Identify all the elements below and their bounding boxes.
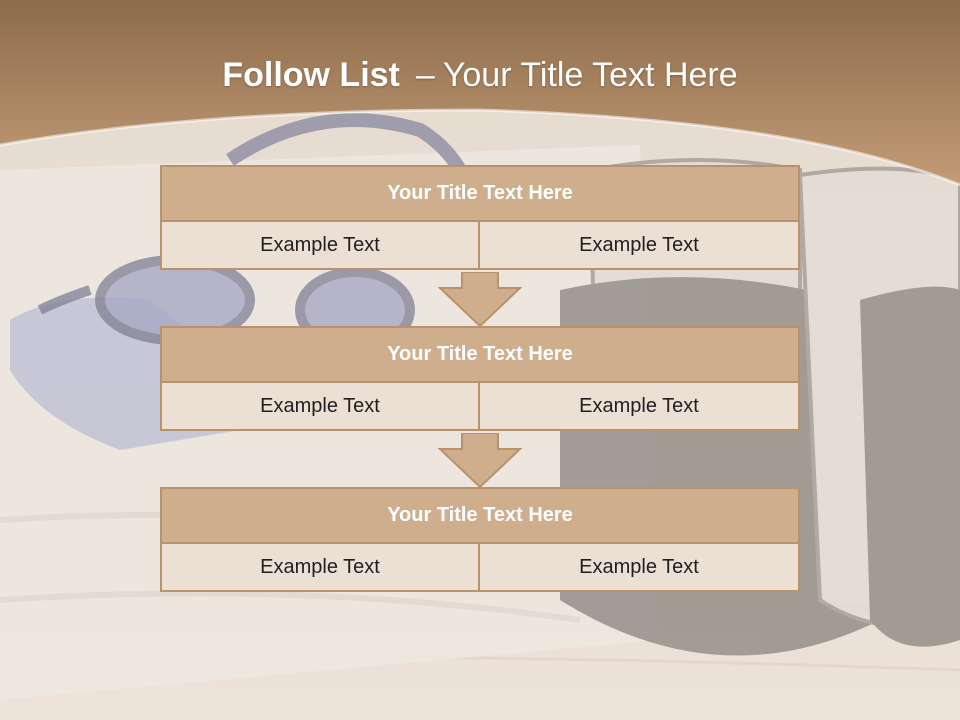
block-left-text: Example Text <box>160 383 480 431</box>
block-right-text: Example Text <box>480 544 800 592</box>
slide-title-bold: Follow List <box>222 56 400 94</box>
slide-title: Follow List–Your Title Text Here <box>0 52 960 98</box>
block-right-text: Example Text <box>480 383 800 431</box>
block-title: Your Title Text Here <box>160 326 800 383</box>
block-left-text: Example Text <box>160 544 480 592</box>
block-title: Your Title Text Here <box>160 487 800 544</box>
block-title: Your Title Text Here <box>160 165 800 222</box>
block-right-text: Example Text <box>480 222 800 270</box>
slide-title-rest: Your Title Text Here <box>442 56 738 94</box>
list-block-1: Your Title Text Here Example Text Exampl… <box>160 165 800 270</box>
slide-title-dash: – <box>415 56 435 94</box>
down-arrow-icon <box>438 272 522 328</box>
list-block-2: Your Title Text Here Example Text Exampl… <box>160 326 800 431</box>
list-block-3: Your Title Text Here Example Text Exampl… <box>160 487 800 592</box>
block-left-text: Example Text <box>160 222 480 270</box>
down-arrow-icon <box>438 433 522 489</box>
